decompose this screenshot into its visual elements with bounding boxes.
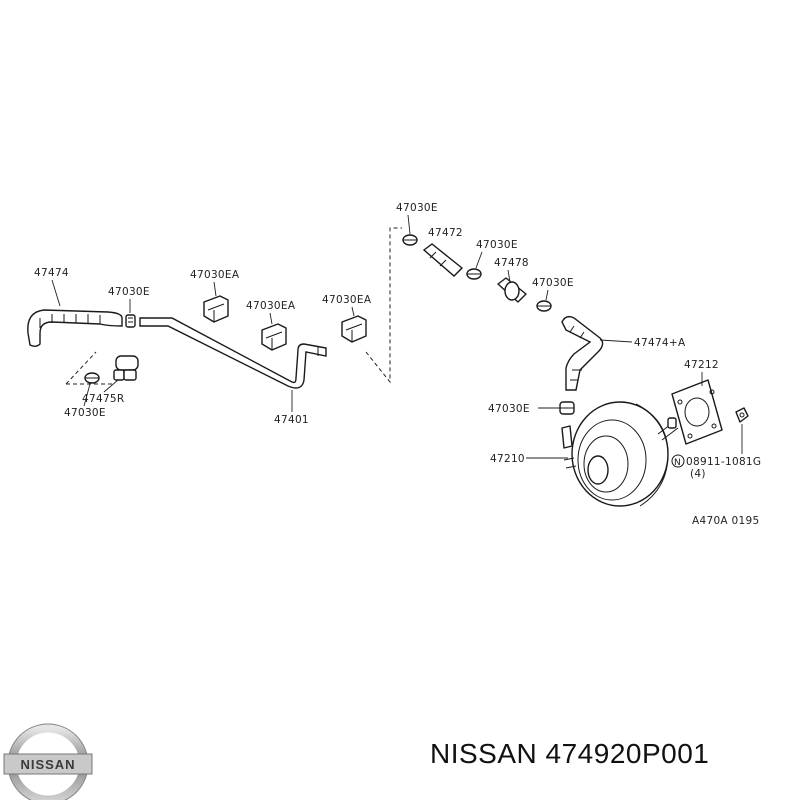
check-valve-47478	[497, 277, 527, 303]
callout-47030e-f: 47030E	[488, 403, 530, 415]
callout-47030ea-a: 47030EA	[190, 269, 240, 281]
hose-47474	[27, 309, 123, 347]
clamp-47030ea-1	[203, 295, 229, 323]
n-marker	[671, 454, 685, 468]
callout-47030e-c: 47030E	[396, 202, 438, 214]
callout-08911-n: N	[674, 458, 681, 468]
figure-code: A470A 0195	[692, 515, 759, 527]
callout-47478: 47478	[494, 257, 529, 269]
vacuum-tube-47401	[139, 317, 327, 389]
callout-47212: 47212	[684, 359, 719, 371]
callout-47030e-a: 47030E	[108, 286, 150, 298]
nut-08911-1081g	[735, 407, 749, 423]
callout-08911-1081g: 08911-1081G	[686, 456, 761, 468]
nissan-logo: NISSAN	[3, 723, 93, 800]
clip-47030e-booster	[559, 401, 575, 415]
clamp-47030ea-3	[341, 315, 367, 343]
clip-47030e-mid	[466, 268, 482, 280]
callout-47030ea-c: 47030EA	[322, 294, 372, 306]
callout-47474a: 47474+A	[634, 337, 686, 349]
clamp-47030ea-2	[261, 323, 287, 351]
hose-47472	[422, 243, 464, 277]
callout-47401: 47401	[274, 414, 309, 426]
clip-47030e-upper-left	[125, 314, 136, 328]
clip-47030e-top	[402, 234, 418, 246]
callout-47030e-d: 47030E	[476, 239, 518, 251]
brake-booster-47210	[561, 401, 669, 507]
callout-47030e-e: 47030E	[532, 277, 574, 289]
check-valve-47475r	[113, 355, 139, 381]
page-title: NISSAN 474920P001	[430, 738, 710, 769]
gasket-47212	[671, 379, 723, 445]
callout-47472: 47472	[428, 227, 463, 239]
callout-47210: 47210	[490, 453, 525, 465]
callout-47474: 47474	[34, 267, 69, 279]
callout-47030e-b: 47030E	[64, 407, 106, 419]
callout-47030ea-b: 47030EA	[246, 300, 296, 312]
callout-08911-qty: (4)	[690, 468, 706, 480]
clip-47030e-right	[536, 300, 552, 312]
clip-47030e-lower-left	[84, 372, 100, 384]
callout-47475r: 47475R	[82, 393, 125, 405]
logo-wordmark: NISSAN	[20, 757, 75, 772]
booster-studs	[657, 417, 679, 441]
hose-47474a	[561, 315, 604, 391]
